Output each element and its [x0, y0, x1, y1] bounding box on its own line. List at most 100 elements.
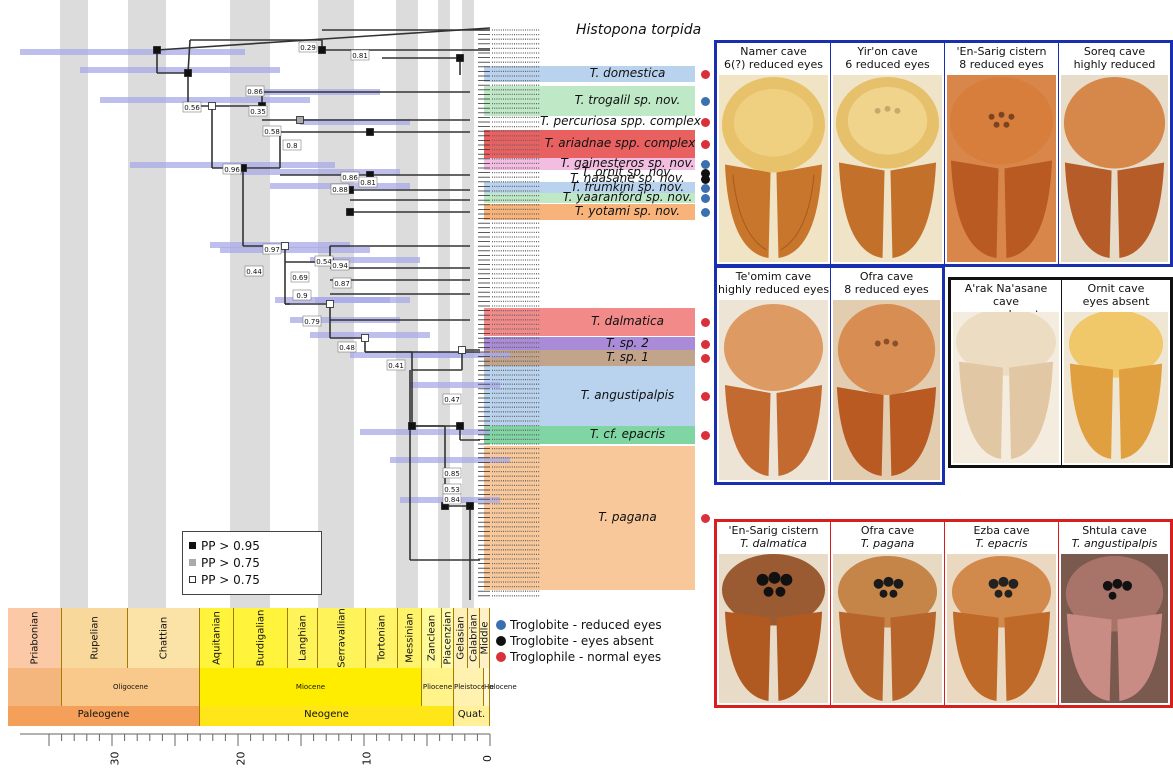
ecology-dot-icon [701, 97, 710, 106]
pp-white-square-icon [189, 576, 196, 583]
age-label: Chattian [158, 617, 169, 660]
age-label: Calabrian [468, 614, 479, 662]
photo-caption-detail: highly reduced eyes [717, 283, 830, 296]
support-value: 0.48 [339, 344, 355, 352]
photo-cell: 'En-Sarig cisternT. dalmatica [716, 521, 831, 706]
photo-caption-location: Ofra cave [831, 270, 942, 283]
blue-dot-icon [496, 620, 506, 630]
clade-label: T. sp. 2 [560, 336, 695, 350]
photo-caption-location: Ornit cave [1062, 282, 1170, 295]
photo-caption-detail: 6 reduced eyes [831, 58, 944, 71]
age-label: Tortonian [376, 615, 387, 661]
photo-cell: Ofra cave8 reduced eyes [830, 267, 943, 483]
hpd-bar [240, 169, 400, 175]
period-label: Neogene [200, 709, 453, 720]
age-cell: Rupelian [62, 608, 128, 668]
node-marker [459, 347, 466, 354]
age-cell: Langhian [288, 608, 318, 668]
photo-caption-detail: eyes absent [1062, 295, 1170, 308]
support-value: 0.29 [300, 44, 316, 52]
clade-label: T. domestica [560, 66, 695, 80]
outgroup-label: Histopona torpida [576, 22, 701, 38]
reduced-eyes-panel-2: Te'omim cavehighly reduced eyes Ofra cav… [714, 265, 945, 485]
period-label: Paleogene [8, 709, 199, 720]
spider-photo [947, 554, 1056, 703]
support-value: 0.69 [292, 274, 308, 282]
hpd-bar [20, 49, 245, 55]
period-label: Quat. [454, 709, 489, 720]
support-value: 0.96 [224, 166, 240, 174]
node-markers [154, 47, 474, 510]
hpd-bar [80, 67, 280, 73]
node-marker [282, 243, 289, 250]
spider-photo [833, 75, 942, 262]
pp-legend-row: PP > 0.75 [183, 554, 321, 571]
age-cell: Zanclean [422, 608, 442, 668]
photo-caption-location: Te'omim cave [717, 270, 830, 283]
pp-legend: PP > 0.95 PP > 0.75 PP > 0.75 [182, 531, 322, 595]
node-marker [347, 209, 354, 216]
age-cell: Serravallian [318, 608, 366, 668]
age-label: Zanclean [426, 615, 437, 661]
spider-photo [833, 300, 940, 480]
support-value: 0.8 [286, 142, 297, 150]
eco-legend-row: Troglobite - reduced eyes [496, 617, 662, 633]
photo-caption-detail: 6(?) reduced eyes [717, 58, 830, 71]
photo-cell: A'rak Na'asane caveeyes absent [950, 279, 1062, 466]
node-marker [457, 55, 464, 62]
photo-caption-location: 'En-Sarig cistern [945, 45, 1058, 58]
age-label: Priabonian [29, 612, 40, 665]
axis-tick-label: 20 [235, 752, 248, 766]
photo-caption-location: 'En-Sarig cistern [717, 524, 830, 537]
geologic-timescale: PriabonianRupelianChattianAquitanianBurd… [8, 608, 490, 728]
spider-photo [719, 75, 828, 262]
photo-cell: Ezba caveT. epacris [944, 521, 1059, 706]
clade-label: T. trogalil sp. nov. [560, 93, 695, 107]
eco-legend-label: Troglobite - reduced eyes [510, 618, 662, 632]
photo-caption-location: Shtula cave [1059, 524, 1170, 537]
hpd-bar [100, 97, 310, 103]
ecology-dot-icon [701, 70, 710, 79]
ecology-dot-icon [701, 392, 710, 401]
epoch-cell: Pleistocene [454, 668, 484, 706]
support-value: 0.35 [250, 108, 266, 116]
node-marker [467, 503, 474, 510]
eco-legend-label: Troglophile - normal eyes [510, 650, 661, 664]
support-value: 0.47 [444, 396, 460, 404]
period-cell: Paleogene [8, 706, 200, 726]
age-label: Aquitanian [211, 611, 222, 665]
epoch-cell [8, 668, 62, 706]
ecology-dot-icon [701, 514, 710, 523]
clade-label: T. cf. epacris [560, 427, 695, 441]
age-cell: Calabrian [468, 608, 480, 668]
support-value: 0.53 [444, 486, 460, 494]
time-axis [0, 726, 500, 769]
clade-label: T. pagana [560, 510, 695, 524]
support-value: 0.85 [444, 470, 460, 478]
node-marker [367, 129, 374, 136]
photo-cell: Namer cave6(?) reduced eyes [716, 42, 831, 265]
support-value: 0.86 [247, 88, 263, 96]
pp-legend-label: PP > 0.95 [201, 539, 260, 553]
time-stripe [128, 0, 166, 608]
node-marker [457, 423, 464, 430]
photo-caption-location: Ezba cave [945, 524, 1058, 537]
period-cell: Neogene [200, 706, 454, 726]
eco-legend-row: Troglobite - eyes absent [496, 633, 662, 649]
axis-tick-label: 0 [481, 755, 494, 762]
epoch-label: Pliocene [422, 683, 453, 691]
photo-caption-location: A'rak Na'asane cave [951, 282, 1061, 308]
photo-cell: Ornit caveeyes absent [1061, 279, 1171, 466]
age-label: Rupelian [89, 616, 100, 659]
red-dot-icon [496, 652, 506, 662]
ecology-dot-icon [701, 194, 710, 203]
clade-label: T. sp. 1 [560, 350, 695, 364]
ecology-dot-icon [701, 160, 710, 169]
support-value: 0.9 [296, 292, 307, 300]
spider-photo [1064, 312, 1168, 463]
black-dot-icon [496, 636, 506, 646]
clade-label: T. yotami sp. nov. [560, 204, 695, 218]
eco-legend-label: Troglobite - eyes absent [510, 634, 654, 648]
